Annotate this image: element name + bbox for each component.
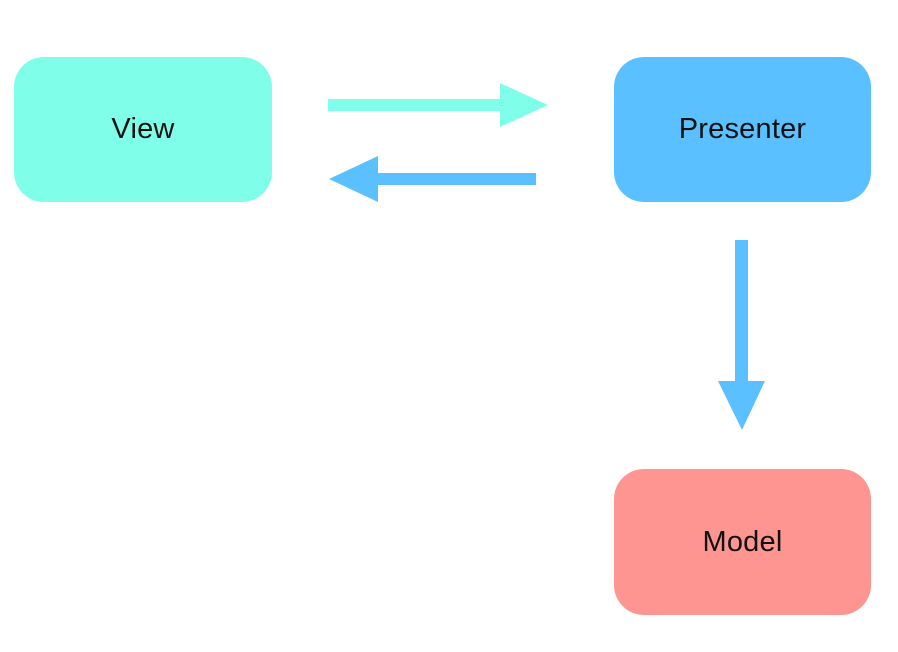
arrow-view-to-presenter [328,83,548,127]
model-node: Model [614,469,871,615]
arrow-presenter-to-model [718,240,765,430]
view-node: View [14,57,272,202]
presenter-label: Presenter [678,113,807,145]
view-label: View [111,113,175,145]
arrow-presenter-to-view [329,156,536,202]
presenter-node: Presenter [614,57,871,202]
model-label: Model [702,525,783,558]
